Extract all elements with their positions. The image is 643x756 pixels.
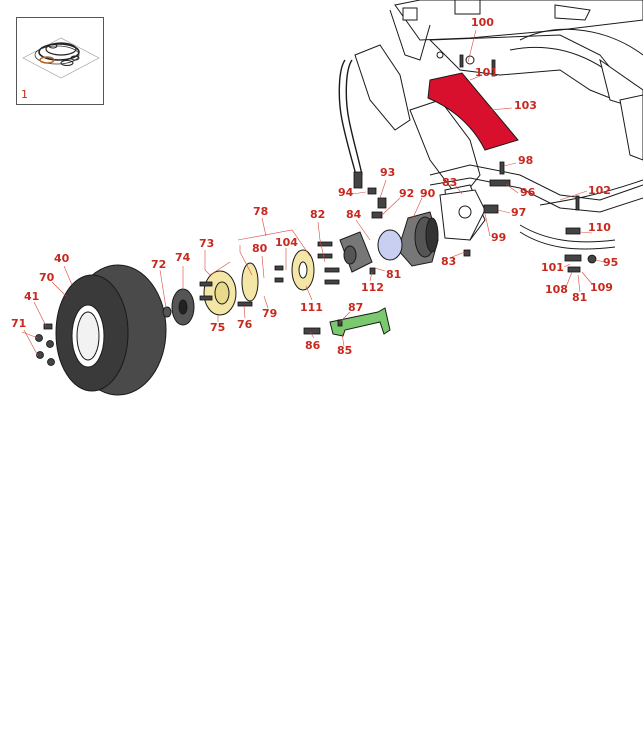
callout-87: 87 xyxy=(348,301,363,314)
drum-center xyxy=(214,281,230,305)
callout-81-motor: 81 xyxy=(386,268,401,281)
callout-108: 108 xyxy=(545,283,568,296)
callout-83-upper: 83 xyxy=(442,176,457,189)
callout-81-lower: 81 xyxy=(572,291,587,304)
guard-plate xyxy=(427,72,519,151)
leader-lines xyxy=(21,29,605,357)
callout-78: 78 xyxy=(253,205,268,218)
callout-100: 100 xyxy=(471,16,494,29)
callout-83-lower: 83 xyxy=(441,255,456,268)
callout-95: 95 xyxy=(603,256,618,269)
callout-111: 111 xyxy=(300,301,323,314)
callout-90: 90 xyxy=(420,187,436,200)
callout-70: 70 xyxy=(39,271,55,284)
callout-82: 82 xyxy=(310,208,325,221)
callout-112: 112 xyxy=(361,281,384,294)
tire xyxy=(55,264,167,396)
callout-40: 40 xyxy=(54,252,70,265)
callout-101-upper: 101 xyxy=(475,66,498,79)
callout-97: 97 xyxy=(511,206,526,219)
plate-center xyxy=(298,261,308,279)
callout-103: 103 xyxy=(514,99,537,112)
callout-99: 99 xyxy=(491,231,506,244)
callout-93: 93 xyxy=(380,166,395,179)
inset-label: 1 xyxy=(21,88,28,101)
callout-85: 85 xyxy=(337,344,352,357)
hardware xyxy=(35,54,597,366)
callout-86: 86 xyxy=(305,339,321,352)
wheel-motor xyxy=(339,189,486,273)
nut xyxy=(162,306,172,318)
callout-71: 71 xyxy=(11,317,26,330)
callout-76: 76 xyxy=(237,318,253,331)
callout-96: 96 xyxy=(520,186,536,199)
callout-72: 72 xyxy=(151,258,166,271)
callout-74: 74 xyxy=(175,251,191,264)
callout-94: 94 xyxy=(338,186,354,199)
callout-110: 110 xyxy=(588,221,611,234)
brake-shoe xyxy=(241,262,259,302)
callout-79: 79 xyxy=(262,307,277,320)
callout-104: 104 xyxy=(275,236,298,249)
callout-41: 41 xyxy=(24,290,39,303)
callout-75: 75 xyxy=(210,321,225,334)
callout-73: 73 xyxy=(199,237,214,250)
hub-bore xyxy=(178,299,188,315)
callout-109: 109 xyxy=(590,281,613,294)
callout-98: 98 xyxy=(518,154,533,167)
callout-102: 102 xyxy=(588,184,611,197)
callout-101-lower: 101 xyxy=(541,261,564,274)
kit-inset: 1 xyxy=(16,17,104,105)
callout-84: 84 xyxy=(346,208,362,221)
mower-frame xyxy=(338,0,643,250)
brake-bracket xyxy=(329,307,391,337)
callout-80: 80 xyxy=(252,242,268,255)
seal-kit-illustration xyxy=(22,37,100,79)
callout-92: 92 xyxy=(399,187,414,200)
